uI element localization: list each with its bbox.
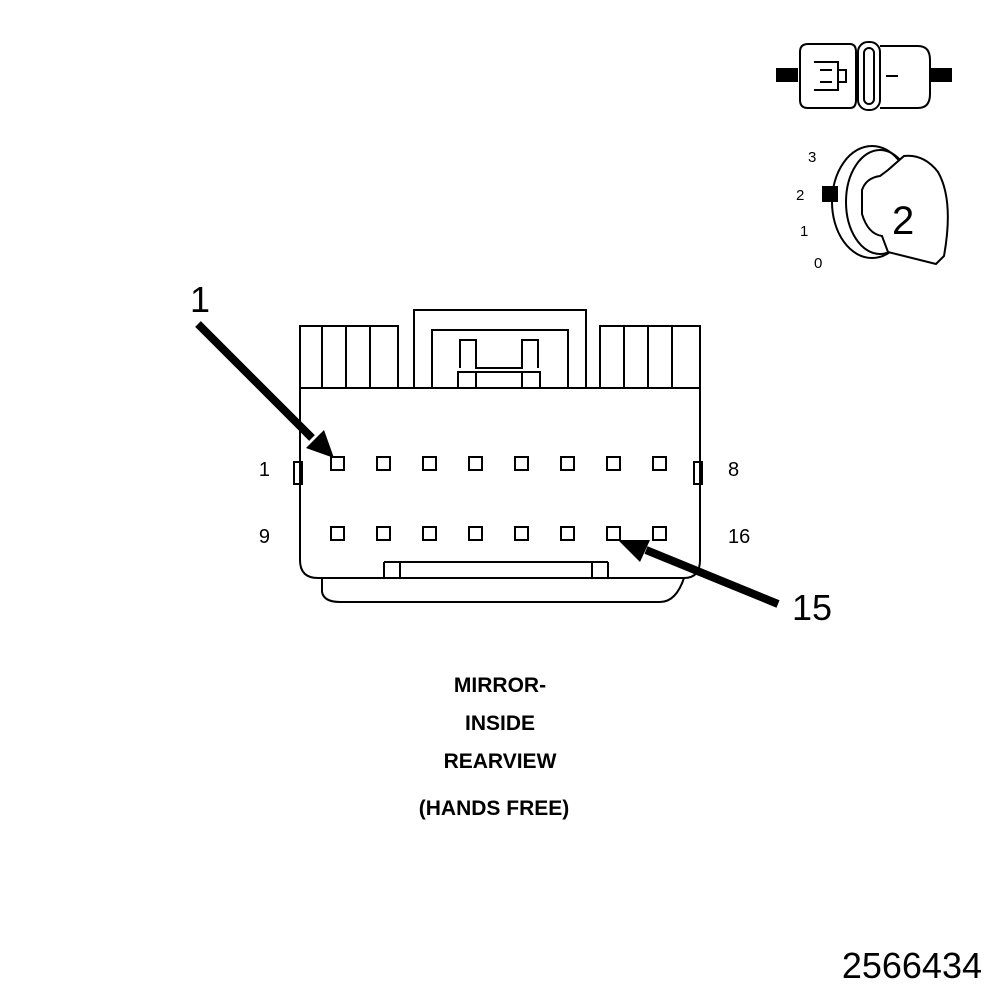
figure-number: 2566434	[842, 945, 982, 986]
pin-label-1: 1	[259, 459, 270, 481]
title-line-1: MIRROR-	[454, 674, 546, 697]
pin-cavity-3	[422, 456, 437, 471]
pin-cavity-16	[652, 526, 667, 541]
lock-position-labels: 3 2 1 0	[796, 149, 822, 272]
pin-cavity-13	[514, 526, 529, 541]
connector-mating-icon	[776, 41, 952, 111]
pin-cavity-11	[422, 526, 437, 541]
callout-arrow-15	[618, 540, 780, 608]
callout-arrow-1	[195, 321, 334, 458]
lock-position-3: 3	[808, 149, 816, 166]
pin-cavity-9	[330, 526, 345, 541]
pin-cavities	[330, 456, 667, 541]
title-line-4: (HANDS FREE)	[419, 797, 570, 820]
lock-position-icon	[822, 145, 949, 266]
pin-cavity-8	[652, 456, 667, 471]
pin-cavity-5	[514, 456, 529, 471]
title-line-2: INSIDE	[465, 712, 535, 735]
pin-cavity-10	[376, 526, 391, 541]
connector-body	[293, 309, 703, 603]
pin-cavity-2	[376, 456, 391, 471]
lock-position-0: 0	[814, 255, 822, 272]
key-number: 2	[892, 199, 914, 243]
pin-cavity-14	[560, 526, 575, 541]
callout-label-1: 1	[190, 279, 210, 320]
pin-cavity-6	[560, 456, 575, 471]
pin-cavity-7	[606, 456, 621, 471]
pin-cavity-4	[468, 456, 483, 471]
title-line-3: REARVIEW	[444, 750, 557, 773]
pin-label-9: 9	[259, 526, 270, 548]
pin-cavity-15	[606, 526, 621, 541]
callout-label-15: 15	[792, 587, 832, 628]
pin-cavity-12	[468, 526, 483, 541]
pin-label-8: 8	[728, 459, 739, 481]
connector-title: MIRROR- INSIDE REARVIEW (HANDS FREE)	[419, 674, 570, 820]
lock-position-1: 1	[800, 223, 808, 240]
lock-position-2: 2	[796, 187, 804, 204]
pin-cavity-1	[330, 456, 345, 471]
pin-label-16: 16	[728, 526, 750, 548]
